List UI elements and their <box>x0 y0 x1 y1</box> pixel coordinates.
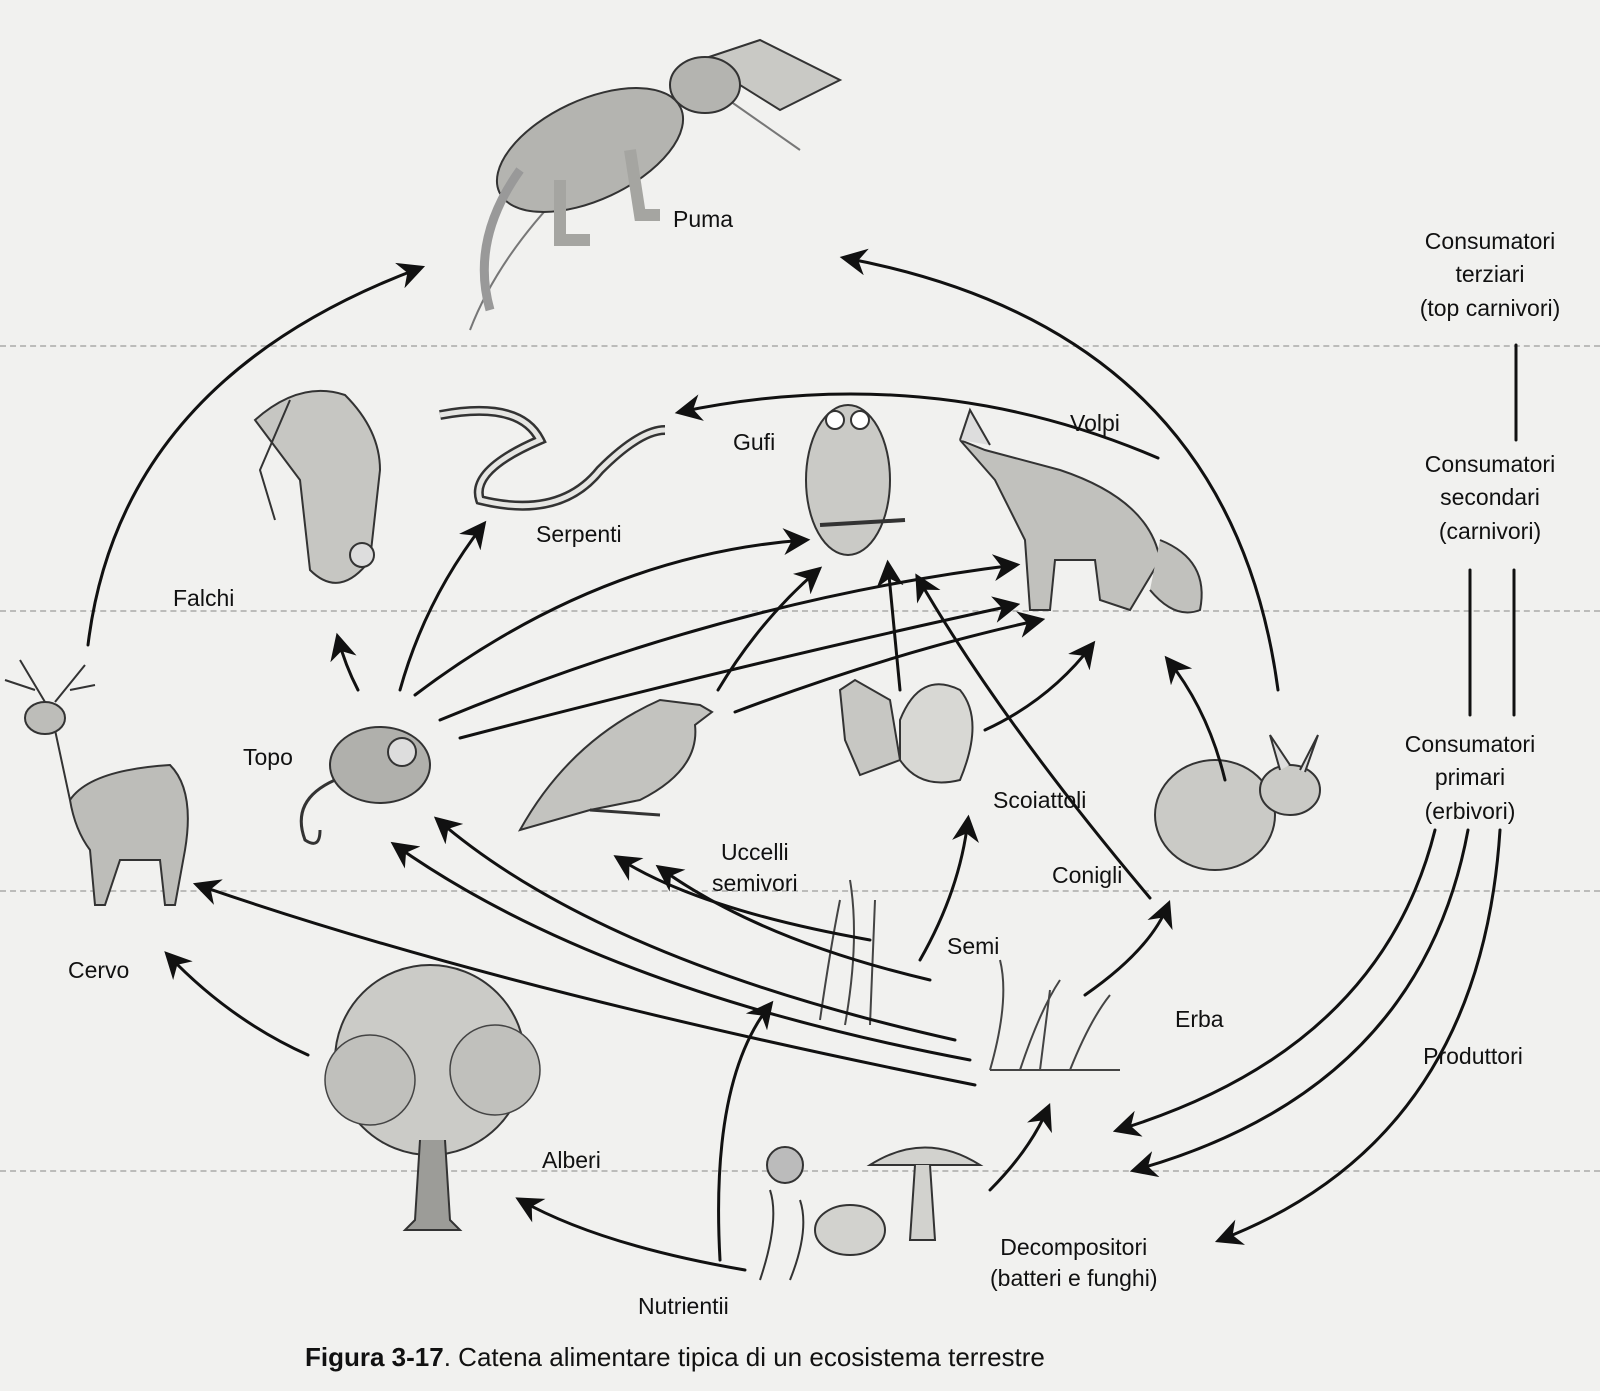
label-uccelli-line1: Uccelli <box>720 839 789 865</box>
label-decompositori-line1: Decompositori <box>1000 1234 1148 1260</box>
arrow-erba-to-conigli <box>1083 899 1173 997</box>
owl-illustration <box>805 404 906 556</box>
sparrow-illustration <box>517 698 714 832</box>
arrow-produttori-to-decompositori <box>1214 828 1502 1245</box>
fungi-illustration <box>759 1146 984 1281</box>
hawk-illustration <box>253 389 382 584</box>
arrow-topo-to-falchi <box>330 632 360 692</box>
tree-illustration <box>324 964 541 1231</box>
arrow-erba-to-cervo <box>192 879 977 1087</box>
background-rule-1 <box>0 345 1600 347</box>
arrow-uccelli-to-gufi <box>716 566 823 692</box>
label-conigli: Conigli <box>1052 862 1123 888</box>
snake-illustration <box>439 405 666 511</box>
level-tertiary-line2: terziari <box>1455 261 1525 288</box>
arrow-decompositori-to-erba <box>988 1103 1052 1192</box>
deer-illustration <box>4 659 189 906</box>
level-primary-line2: primari <box>1434 764 1506 791</box>
fox-illustration <box>959 407 1203 614</box>
label-decompositori-line2: (batteri e funghi) <box>990 1265 1158 1292</box>
label-puma: Puma <box>673 206 734 232</box>
label-cervo: Cervo <box>68 957 130 983</box>
level-primary-line1: Consumatori <box>1404 731 1536 757</box>
level-secondary-line3: (carnivori) <box>1438 517 1542 544</box>
arrow-alberi-to-cervo <box>164 951 310 1057</box>
level-secondary: Consumatori secondari (carnivori) <box>1390 448 1590 548</box>
rabbit-illustration <box>1154 734 1321 871</box>
label-topo: Topo <box>243 744 293 770</box>
figure-caption: Figura 3-17. Catena alimentare tipica di… <box>305 1342 1045 1373</box>
label-scoiattoli: Scoiattoli <box>993 787 1087 813</box>
level-secondary-line2: secondari <box>1440 484 1540 511</box>
label-gufi: Gufi <box>733 429 776 455</box>
arrow-topo-to-serpenti <box>398 520 487 692</box>
squirrel-illustration <box>838 678 974 784</box>
label-semi: Semi <box>947 933 1000 959</box>
arrow-uccelli-to-volpi <box>733 611 1046 714</box>
level-tertiary: Consumatori terziari (top carnivori) <box>1390 225 1590 325</box>
arrow-topo-to-gufi <box>413 528 811 697</box>
arrow-scoiattoli-to-volpi <box>983 640 1096 732</box>
level-primary: Consumatori primari (erbivori) <box>1370 728 1570 828</box>
arrow-volpi-to-gufi <box>674 392 1160 460</box>
label-alberi: Alberi <box>542 1147 601 1173</box>
background-rule-3 <box>0 890 1600 892</box>
label-nutrientii: Nutrientii <box>638 1293 729 1319</box>
figure-number: Figura 3-17 <box>305 1342 444 1372</box>
mouse-illustration <box>299 726 431 845</box>
label-uccelli-line2: semivori <box>712 870 798 897</box>
arrow-nutrientii-to-semi <box>717 1000 774 1262</box>
arrow-conigli-to-gufi <box>915 573 1152 900</box>
figure-caption-text: . Catena alimentare tipica di un ecosist… <box>443 1342 1045 1372</box>
label-serpenti: Serpenti <box>536 521 622 547</box>
label-falchi: Falchi <box>173 585 235 611</box>
arrow-erbivori-to-decompositori <box>1129 828 1470 1178</box>
arrow-semi-to-topo-2 <box>433 816 957 1042</box>
label-uccelli: Uccelli semivori <box>712 837 798 899</box>
arrow-conigli-to-puma <box>839 248 1280 692</box>
arrow-nutrientii-to-alberi <box>515 1197 747 1272</box>
arrow-conigli-to-volpi <box>1164 655 1227 782</box>
arrow-semi-to-scoiattoli <box>918 814 979 962</box>
level-secondary-line1: Consumatori <box>1424 451 1556 477</box>
arrow-cervo-to-puma <box>86 262 426 647</box>
puma-illustration <box>469 38 843 331</box>
arrow-scoiattoli-to-gufi <box>876 559 904 692</box>
label-erba: Erba <box>1175 1006 1224 1032</box>
arrow-semi-to-topo <box>390 841 972 1062</box>
level-tertiary-line1: Consumatori <box>1424 228 1556 254</box>
arrow-semi-to-uccelli-2 <box>655 864 932 982</box>
level-primary-line3: (erbivori) <box>1424 797 1516 824</box>
arrow-carnivori-to-decompositori <box>1112 828 1437 1137</box>
label-decompositori: Decompositori (batteri e funghi) <box>990 1232 1157 1294</box>
level-tertiary-line3: (top carnivori) <box>1419 294 1561 321</box>
plants-illustration <box>819 879 1120 1071</box>
background-rule-2 <box>0 610 1600 612</box>
energy-flow-arrows <box>86 248 1518 1272</box>
label-volpi: Volpi <box>1070 410 1120 436</box>
level-producers: Produttori <box>1423 1043 1523 1069</box>
